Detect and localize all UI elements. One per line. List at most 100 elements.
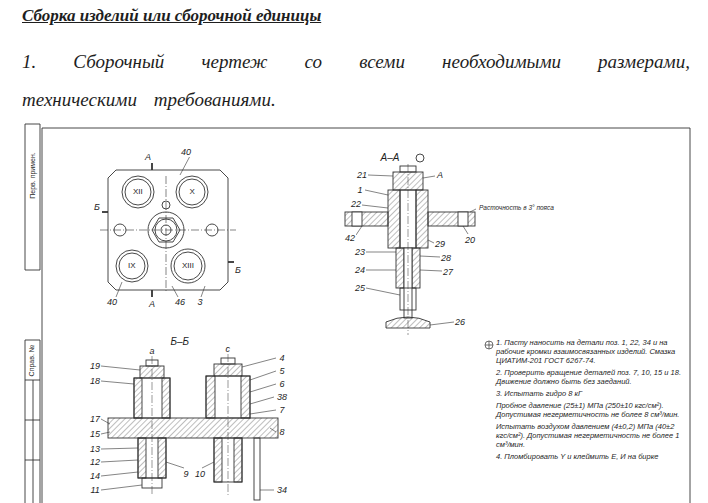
callout-number: 26: [454, 318, 466, 327]
callout-number: 17: [89, 415, 101, 424]
page-heading: Сборка изделий или сборочной единицы: [22, 6, 321, 26]
drawing-frame-part: [40, 340, 41, 503]
stamp-text: Справ. №: [28, 344, 35, 376]
position-symbol: [485, 341, 493, 349]
plate-view-part: [125, 179, 151, 205]
section-b-b-part: [101, 358, 276, 490]
section-b-b-part-part: [270, 428, 276, 432]
section-b-b-part: [234, 438, 242, 482]
drawing-frame: [25, 124, 690, 503]
callout-number: 27: [442, 268, 454, 277]
section-b-b-part: [152, 356, 153, 495]
port-number: IX: [127, 262, 137, 270]
drawing-frame-part: [25, 340, 40, 341]
position-symbol-part: [485, 341, 493, 349]
drawing-frame-part: [25, 380, 40, 381]
plate-view-part: [119, 253, 145, 279]
plate-view-part: [171, 249, 205, 283]
body-text: 1. Сборочный чертеж со всеми необходимым…: [22, 43, 690, 119]
section-a-a: [345, 154, 476, 335]
plate-view-part: [228, 261, 234, 263]
section-b-b-part: [214, 438, 222, 482]
callout-number: 19: [89, 362, 101, 371]
plate-view-part: [151, 163, 153, 170]
section-a-a-part-part: [368, 175, 393, 176]
section-b-b-part-part: [250, 397, 274, 404]
callout-number: 42: [344, 234, 356, 243]
plate-view-part: [201, 286, 205, 297]
callout-number: 7: [279, 406, 286, 415]
drawing-frame-part: [25, 340, 26, 503]
drawing-frame-part: [42, 128, 690, 503]
section-a-a-part: [412, 248, 420, 288]
port-number: X: [189, 188, 196, 196]
section-b-b-part: [241, 376, 250, 418]
section-a-a-part: [396, 248, 404, 288]
callout-number: 22: [350, 200, 362, 209]
section-a-a-part-part: [430, 322, 454, 325]
section-a-a-part-part: [366, 270, 396, 271]
section-b-b: [101, 354, 278, 500]
section-a-a-part: [416, 154, 424, 162]
section-b-b-part: [162, 378, 170, 418]
plate-view-part: [151, 290, 153, 297]
callout-number: 28: [440, 254, 452, 263]
callout-number: 25: [354, 284, 366, 293]
port-number: XII: [132, 188, 144, 196]
section-b-b-part: [254, 438, 260, 500]
section-b-b-part-part: [101, 381, 134, 384]
callout-number: 3: [197, 298, 204, 307]
section-title: Б–Б: [170, 337, 191, 347]
technical-requirement: 2. Проверить вращение деталей поз. 7, 10…: [496, 368, 684, 386]
technical-requirement: 1. Пасту наносить на детали поз. 1, 22, …: [496, 338, 684, 365]
section-b-b-part: [158, 438, 166, 478]
section-mark: А: [144, 153, 152, 162]
callout-number: 20: [464, 236, 476, 245]
port-number: XIII: [181, 262, 195, 270]
callout-number: 38: [276, 393, 288, 402]
plate-view-part: [102, 211, 108, 213]
section-title: А–А: [380, 153, 401, 163]
callout-number: 24: [354, 266, 366, 275]
callout-number: 18: [89, 377, 101, 386]
callout-number: 4: [279, 354, 286, 363]
callout-number: 34: [276, 486, 288, 495]
callout-number: 5: [279, 367, 286, 376]
plate-view-part: [172, 286, 178, 297]
drawing-frame-part: [25, 460, 40, 461]
callout-number: 13: [89, 445, 101, 454]
callout-number: 29: [434, 240, 446, 249]
section-a-a-part-part: [356, 226, 362, 235]
plate-view-part: [179, 179, 205, 205]
section-b-b-part-part: [260, 490, 274, 491]
section-mark: А: [436, 171, 444, 180]
callout-number: 15: [89, 430, 101, 439]
section-a-a-part: [356, 175, 476, 325]
section-b-b-part-part: [101, 419, 110, 424]
callout-number: 11: [90, 486, 101, 495]
technical-requirement: 3. Испытать гидро 8 кГ: [496, 389, 684, 398]
plate-view-part: [122, 176, 154, 208]
callout-number: 6: [279, 380, 286, 389]
callout-number: 8: [279, 428, 286, 437]
dimension-note: Расточность в 3° пояса: [478, 205, 555, 212]
section-a-a-part-part: [470, 209, 476, 212]
technical-requirement: 4. Пломбировать Y и клеймить Е, И на бир…: [496, 452, 684, 461]
section-a-a-part: [458, 212, 468, 226]
plate-view-part: [116, 250, 148, 282]
section-a-a-part-part: [366, 288, 400, 295]
plate-view-part: [100, 230, 236, 231]
callout-number: 10: [194, 470, 206, 479]
section-b-b-part: [206, 376, 215, 418]
section-b-b-part-part: [250, 384, 276, 392]
plate-view-part: [180, 156, 190, 175]
callout-number: 46: [174, 298, 186, 307]
section-b-b-part-part: [101, 472, 138, 476]
drawing-frame-part: [25, 270, 40, 271]
callout-number: 40: [106, 298, 118, 307]
section-a-a-part-part: [420, 256, 440, 257]
section-b-b-part-part: [202, 462, 214, 468]
section-b-b-part-part: [101, 432, 110, 434]
plate-view: [100, 156, 236, 297]
